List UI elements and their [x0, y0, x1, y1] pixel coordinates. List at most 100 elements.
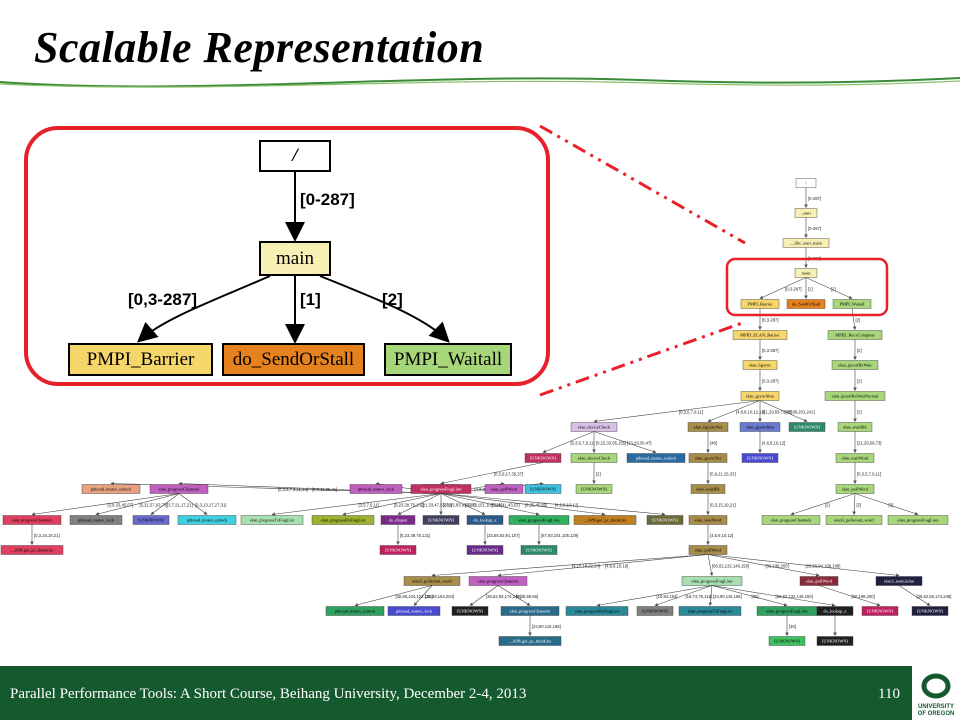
overview-node: elan_gsyncShm	[740, 391, 780, 401]
overview-edge-label: [2]	[596, 472, 601, 477]
overview-edge-label: [46]	[710, 441, 717, 446]
overview-node: [UNKNOWN]	[636, 606, 674, 616]
zoom-connector-bottom	[539, 320, 746, 397]
overview-edge	[898, 585, 931, 606]
overview-edge-label: [4,10,18,22,24]	[572, 564, 600, 569]
svg-text:PMPI_Waitall: PMPI_Waitall	[839, 302, 865, 307]
overview-node: elan_progressRxFragList	[311, 515, 375, 525]
overview-edge	[654, 585, 713, 607]
overview-node: elan_progressTxFragList	[240, 515, 304, 525]
svg-text:elan_progressChannels: elan_progressChannels	[771, 518, 812, 523]
svg-text:MPID_ELAN_Barrier: MPID_ELAN_Barrier	[740, 333, 780, 338]
logo-text-university: UNIVERSITY	[917, 704, 954, 710]
overview-edge-label: [9,25,45,85]	[525, 503, 547, 508]
page-number: 110	[878, 686, 900, 702]
overview-node: [UNKNOWN]	[816, 636, 854, 646]
overview-node: elan_gsyncNet	[688, 453, 728, 463]
svg-text:elan_progressChannels: elan_progressChannels	[159, 487, 200, 492]
overview-edge-label: [3,9,33,45,57]	[108, 503, 134, 508]
overview-edge	[150, 493, 180, 515]
overview-edge	[854, 493, 919, 516]
overview-edge	[759, 400, 808, 422]
svg-text:__i686.get_pc_thunk.bx: __i686.get_pc_thunk.bx	[508, 639, 552, 644]
svg-text:elan_progressFragLists: elan_progressFragLists	[519, 518, 560, 523]
svg-text:elan_progressFragLists: elan_progressFragLists	[692, 579, 733, 584]
overview-node: [UNKNOWN]	[422, 515, 460, 525]
overview-node: do_lookup_x	[816, 606, 854, 616]
overview-edge-label: [5,9,11,25,41]	[312, 487, 337, 492]
svg-text:elan_waitWord: elan_waitWord	[842, 456, 870, 461]
overview-node: elan_ipoortRxWaitNormal	[824, 391, 886, 401]
overview-node: MPID_RecvComplete	[827, 330, 883, 340]
overview-edge	[469, 585, 499, 606]
overview-node: elan_waitWord	[835, 453, 875, 463]
overview-edge-label: [21,29,59,73]	[857, 441, 881, 446]
svg-text:elan_progressChannels: elan_progressChannels	[12, 518, 53, 523]
overview-edge-label: [2]	[857, 348, 862, 353]
overview-edge-label: [3,5,7,9,11]	[359, 503, 380, 508]
overview-edge-label: [5,11,41,43,53]	[492, 503, 520, 508]
svg-text:elan_gsyncShm: elan_gsyncShm	[746, 425, 774, 430]
overview-edge-label: [0,3,15,19,21]	[710, 503, 736, 508]
overview-edge-label: [21,29,59,73,77]	[762, 410, 792, 415]
overview-node: __i686.get_pc_thunk.bx	[498, 636, 562, 646]
svg-text:elan_progressChannels: elan_progressChannels	[510, 609, 551, 614]
svg-text:do_dlopen: do_dlopen	[389, 518, 408, 523]
overview-node: [UNKNOWN]	[524, 453, 562, 463]
overview-edge-label: [3,7,21,17,21]	[167, 503, 193, 508]
overview-edge	[271, 493, 442, 516]
svg-text:pthread_mutex_lock: pthread_mutex_lock	[358, 487, 395, 492]
svg-text:[UNKNOWN]: [UNKNOWN]	[774, 639, 801, 644]
overview-node: elan_hgsyncNet	[687, 422, 729, 432]
svg-text:[UNKNOWN]: [UNKNOWN]	[581, 487, 608, 492]
overview-node: [UNKNOWN]	[520, 545, 558, 555]
overview-edge-label: [4,6,8,10,12]	[555, 503, 578, 508]
overview-edge	[759, 277, 807, 299]
overview-node: pthread_mutex_lock	[69, 515, 123, 525]
overview-node: [UNKNOWN]	[861, 606, 899, 616]
overview-edge	[707, 554, 900, 577]
svg-text:[UNKNOWN]: [UNKNOWN]	[794, 425, 821, 430]
overview-edge-label: [0,3-287]	[762, 379, 779, 384]
svg-text:do_lookup_x: do_lookup_x	[473, 518, 497, 523]
svg-text:PMPI_Barrier: PMPI_Barrier	[748, 302, 773, 307]
overview-node: elan_progressChannels	[149, 484, 209, 494]
overview-node: PMPI_Barrier	[740, 299, 780, 309]
overview-edge-label: [0,3,5,7,9,11]	[679, 410, 703, 415]
overview-node: elan_progressChannels	[500, 606, 560, 616]
overview-edge-label: [26,38,164,204]	[425, 594, 454, 599]
svg-text:elan_waitBlk: elan_waitBlk	[696, 487, 720, 492]
overview-node: elan_progressFragLists	[410, 484, 472, 494]
overview-edge-label: [4,6,8,10,12]	[762, 441, 785, 446]
main-node: main	[259, 241, 331, 276]
svg-text:elan3_pollevent_word: elan3_pollevent_word	[834, 518, 874, 523]
svg-text:elan_progressChannels: elan_progressChannels	[478, 579, 519, 584]
overview-edge	[711, 585, 788, 607]
overview-node: __libc_start_main	[782, 238, 830, 248]
slide-title: Scalable Representation	[34, 23, 485, 72]
overview-edge	[440, 493, 486, 515]
footer-bar: Parallel Performance Tools: A Short Cour…	[0, 666, 912, 720]
svg-text:[UNKNOWN]: [UNKNOWN]	[385, 548, 412, 553]
overview-edge-label: [0,3,13,17,27,31]	[195, 503, 226, 508]
svg-text:pthread_mutex_lock: pthread_mutex_lock	[396, 609, 433, 614]
overview-edge	[790, 493, 856, 516]
svg-text:[UNKNOWN]: [UNKNOWN]	[652, 518, 679, 523]
overview-node: main	[794, 268, 818, 278]
root-node: /	[259, 140, 331, 172]
overview-edge-label: [5,23,39,75,131]	[394, 503, 424, 508]
footer-text: Parallel Performance Tools: A Short Cour…	[10, 686, 527, 702]
overview-edge	[711, 585, 836, 607]
svg-text:pthread_mutex_unlock: pthread_mutex_unlock	[91, 487, 132, 492]
overview-edge	[440, 493, 666, 517]
svg-text:elan_gsyncShm: elan_gsyncShm	[746, 394, 774, 399]
overview-node: pthread_mutex_unlock	[325, 606, 385, 616]
svg-text:elan_progressTxFragList: elan_progressTxFragList	[688, 609, 733, 614]
overview-edge-label: [33,65,83,91,107]	[487, 533, 520, 538]
svg-text:elan_progressFragLists: elan_progressFragLists	[767, 609, 808, 614]
overview-edge	[497, 554, 709, 577]
overview-node: [UNKNOWN]	[575, 484, 613, 494]
overview-node: elan_progressRxFragList	[565, 606, 629, 616]
